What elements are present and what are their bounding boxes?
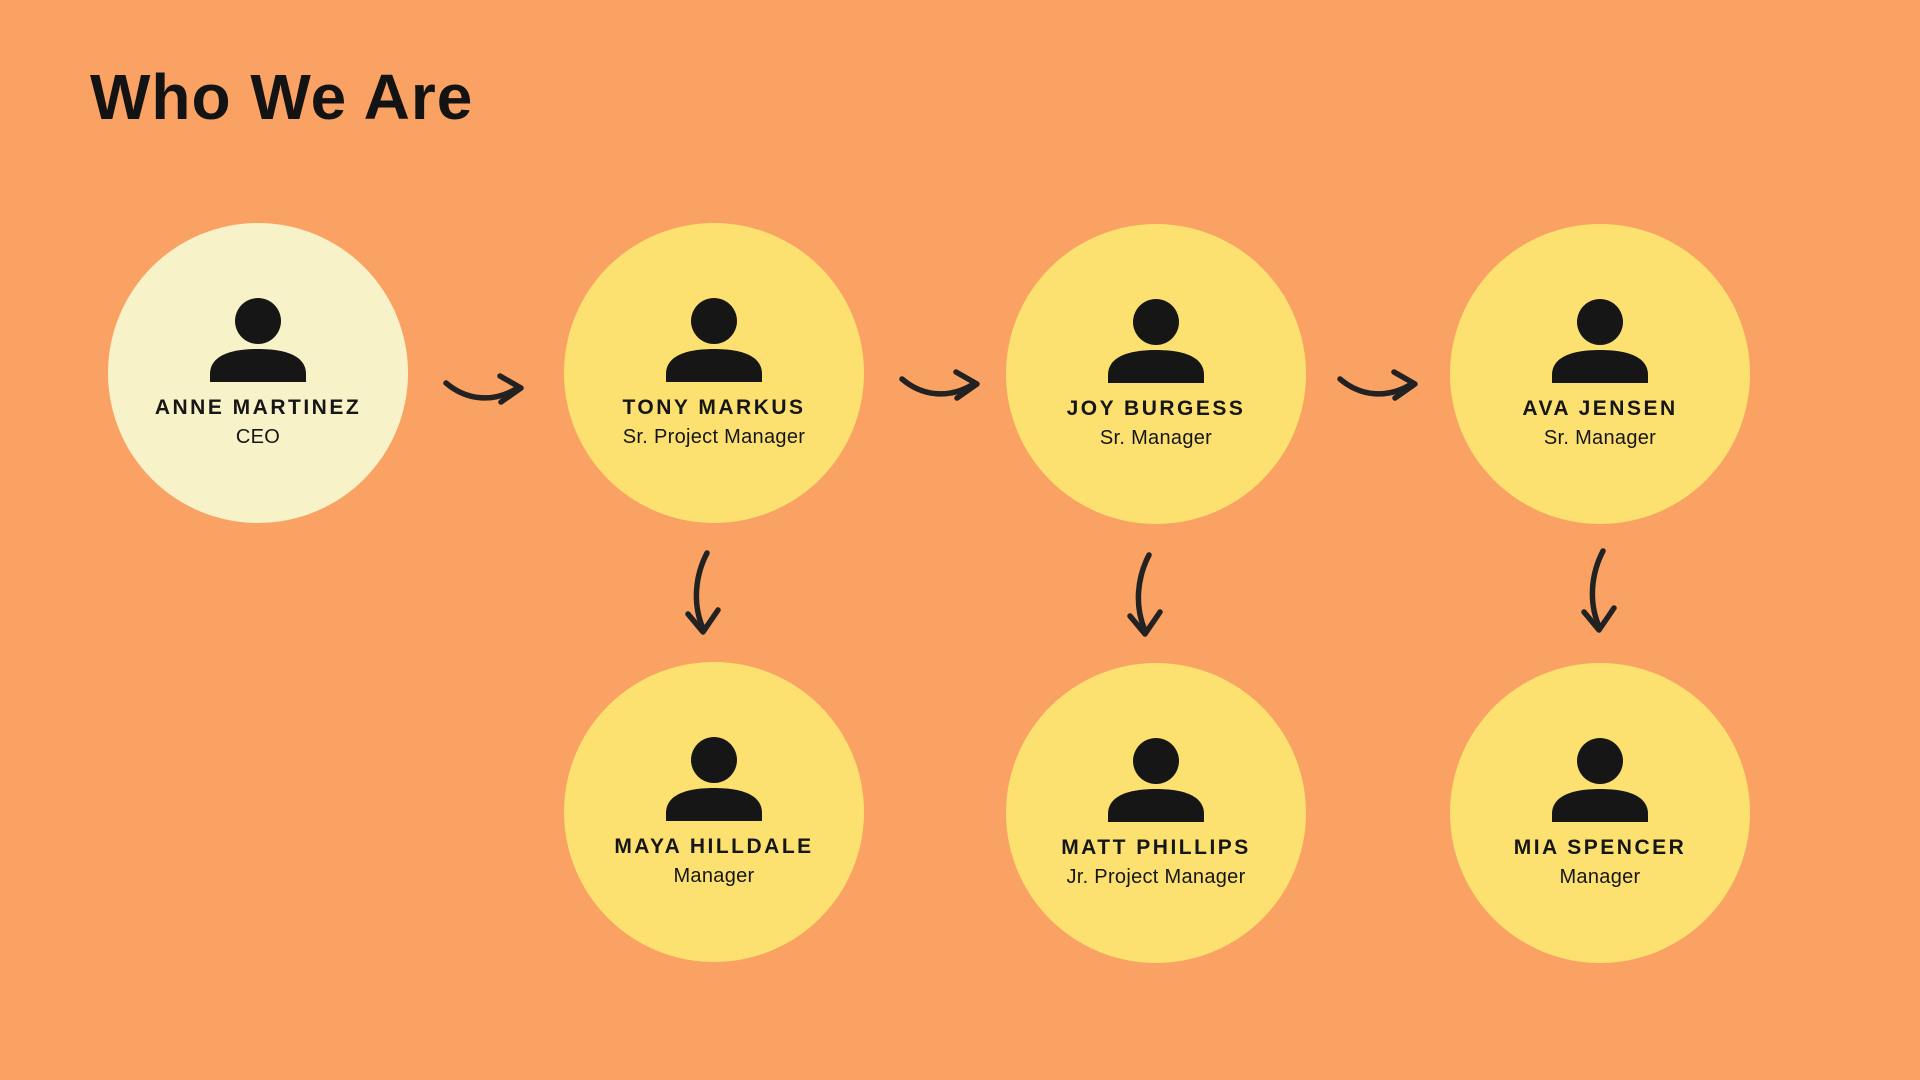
- arrow-ava-to-mia-icon: [1576, 546, 1620, 646]
- arrow-joy-to-matt-icon: [1122, 550, 1166, 650]
- member-card-mia-spencer: MIA SPENCER Manager: [1450, 663, 1750, 963]
- member-title: CEO: [235, 425, 281, 448]
- member-title: Jr. Project Manager: [1066, 865, 1246, 888]
- person-icon: [1550, 298, 1650, 383]
- member-title: Manager: [673, 864, 755, 887]
- member-name: JOY BURGESS: [1066, 396, 1246, 420]
- arrow-tony-to-maya-icon: [680, 548, 724, 648]
- person-icon: [664, 297, 764, 382]
- member-card-tony-markus: TONY MARKUS Sr. Project Manager: [564, 223, 864, 523]
- person-icon: [208, 297, 308, 382]
- person-icon: [1106, 298, 1206, 383]
- member-card-joy-burgess: JOY BURGESS Sr. Manager: [1006, 224, 1306, 524]
- person-icon: [664, 736, 764, 821]
- member-card-matt-phillips: MATT PHILLIPS Jr. Project Manager: [1006, 663, 1306, 963]
- arrow-tony-to-joy-icon: [896, 368, 991, 415]
- arrow-joy-to-ava-icon: [1334, 368, 1429, 415]
- person-icon: [1106, 737, 1206, 822]
- member-title: Sr. Manager: [1543, 426, 1657, 449]
- member-name: MAYA HILLDALE: [614, 834, 814, 858]
- member-name: TONY MARKUS: [622, 395, 806, 419]
- member-title: Manager: [1559, 865, 1641, 888]
- member-card-maya-hilldale: MAYA HILLDALE Manager: [564, 662, 864, 962]
- member-name: AVA JENSEN: [1522, 396, 1678, 420]
- arrow-anne-to-tony-icon: [440, 372, 535, 419]
- page-title: Who We Are: [90, 61, 474, 133]
- member-name: ANNE MARTINEZ: [154, 395, 362, 419]
- member-name: MIA SPENCER: [1513, 835, 1687, 859]
- member-title: Sr. Project Manager: [622, 425, 806, 448]
- member-card-ava-jensen: AVA JENSEN Sr. Manager: [1450, 224, 1750, 524]
- person-icon: [1550, 737, 1650, 822]
- member-title: Sr. Manager: [1099, 426, 1213, 449]
- member-card-anne-martinez: ANNE MARTINEZ CEO: [108, 223, 408, 523]
- member-name: MATT PHILLIPS: [1061, 835, 1251, 859]
